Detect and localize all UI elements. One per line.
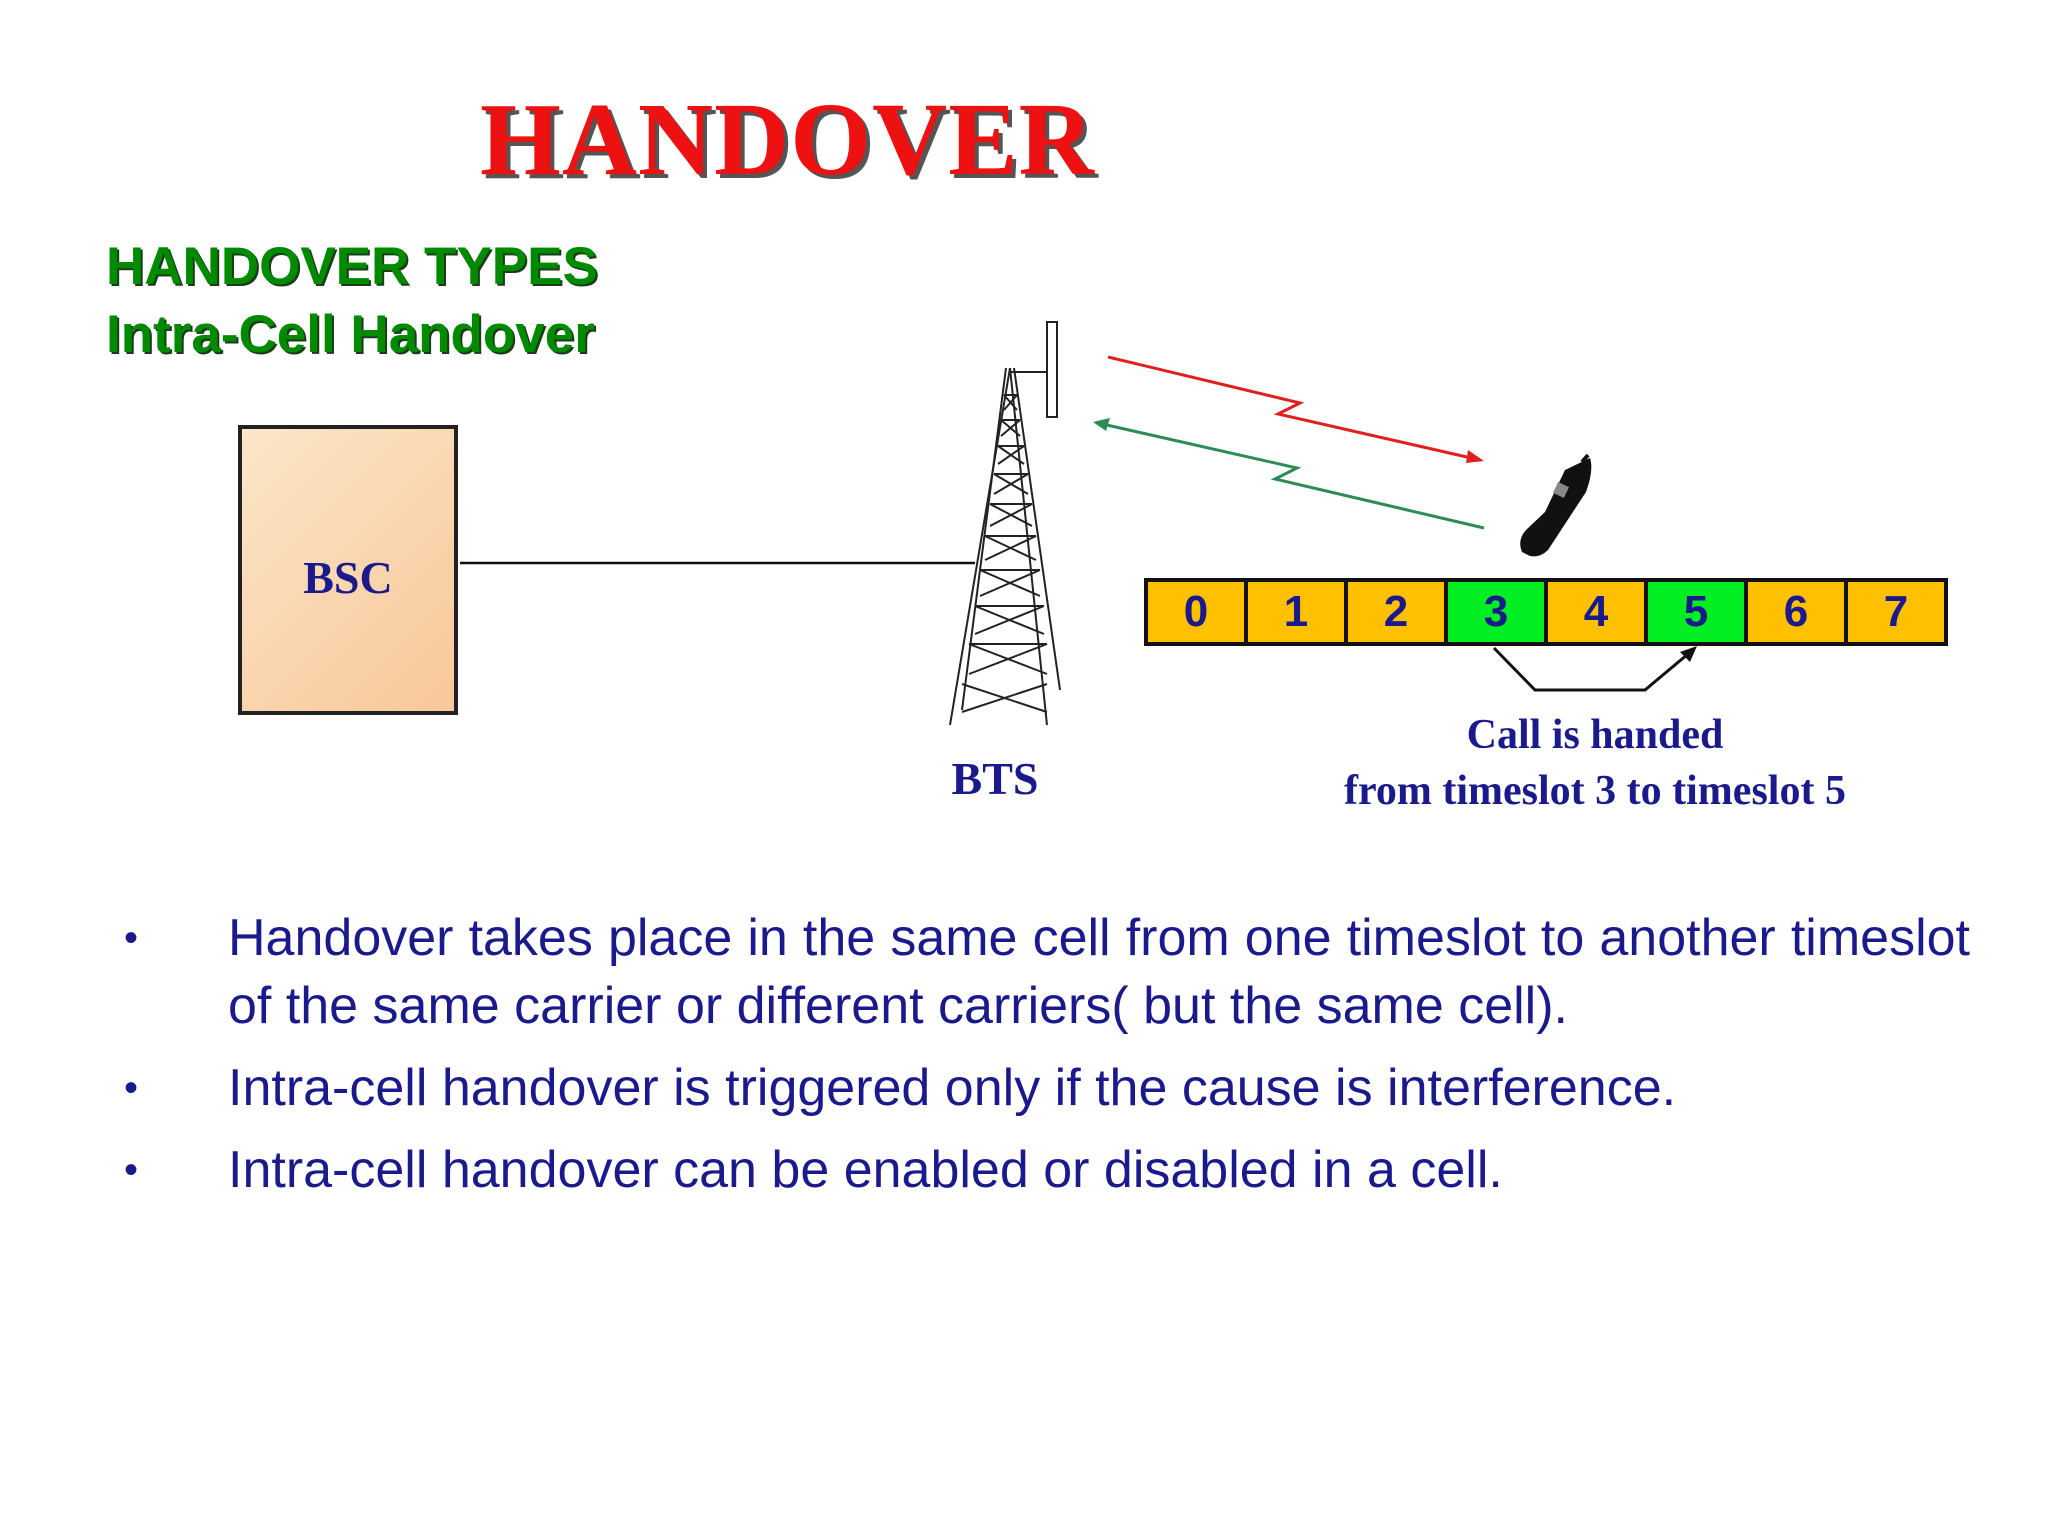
bullet-text: Intra-cell handover is triggered only if…: [228, 1059, 1677, 1117]
handover-types-heading: HANDOVER TYPES: [106, 237, 598, 296]
bullet-text: Intra-cell handover can be enabled or di…: [228, 1141, 1503, 1199]
timeslot-6: 6: [1748, 582, 1848, 642]
bullet-dot-icon: •: [124, 1148, 139, 1192]
timeslot-3: 3: [1448, 582, 1548, 642]
caption-line-2: from timeslot 3 to timeslot 5: [1344, 768, 1846, 814]
slide-title: HANDOVER: [480, 82, 1095, 197]
bullet-dot-icon: •: [124, 1066, 139, 1110]
timeslot-7: 7: [1848, 582, 1944, 642]
bullet-item: • Intra-cell handover is triggered only …: [120, 1054, 1970, 1122]
timeslot-0: 0: [1148, 582, 1248, 642]
downlink-signal: [1107, 355, 1481, 462]
bullet-list: • Handover takes place in the same cell …: [120, 904, 1970, 1218]
caption-line-1: Call is handed: [1466, 712, 1724, 758]
bsc-box: BSC: [238, 425, 458, 715]
uplink-signal: [1097, 421, 1485, 530]
timeslot-5: 5: [1648, 582, 1748, 642]
bts-label: BTS: [951, 753, 1039, 804]
intra-cell-heading: Intra-Cell Handover: [106, 305, 595, 364]
timeslot-4: 4: [1548, 582, 1648, 642]
bullet-dot-icon: •: [124, 916, 139, 960]
timeslot-2: 2: [1348, 582, 1448, 642]
bullet-item: • Handover takes place in the same cell …: [120, 904, 1970, 1040]
timeslot-1: 1: [1248, 582, 1348, 642]
mobile-phone-icon: [1520, 453, 1592, 557]
timeslot-bar: 0 1 2 3 4 5 6 7: [1144, 578, 1948, 646]
bsc-label: BSC: [303, 552, 393, 603]
bullet-item: • Intra-cell handover can be enabled or …: [120, 1136, 1970, 1204]
handover-arrow: [1492, 646, 1689, 692]
bullet-text: Handover takes place in the same cell fr…: [228, 909, 1970, 1035]
tower-icon: [949, 321, 1061, 726]
